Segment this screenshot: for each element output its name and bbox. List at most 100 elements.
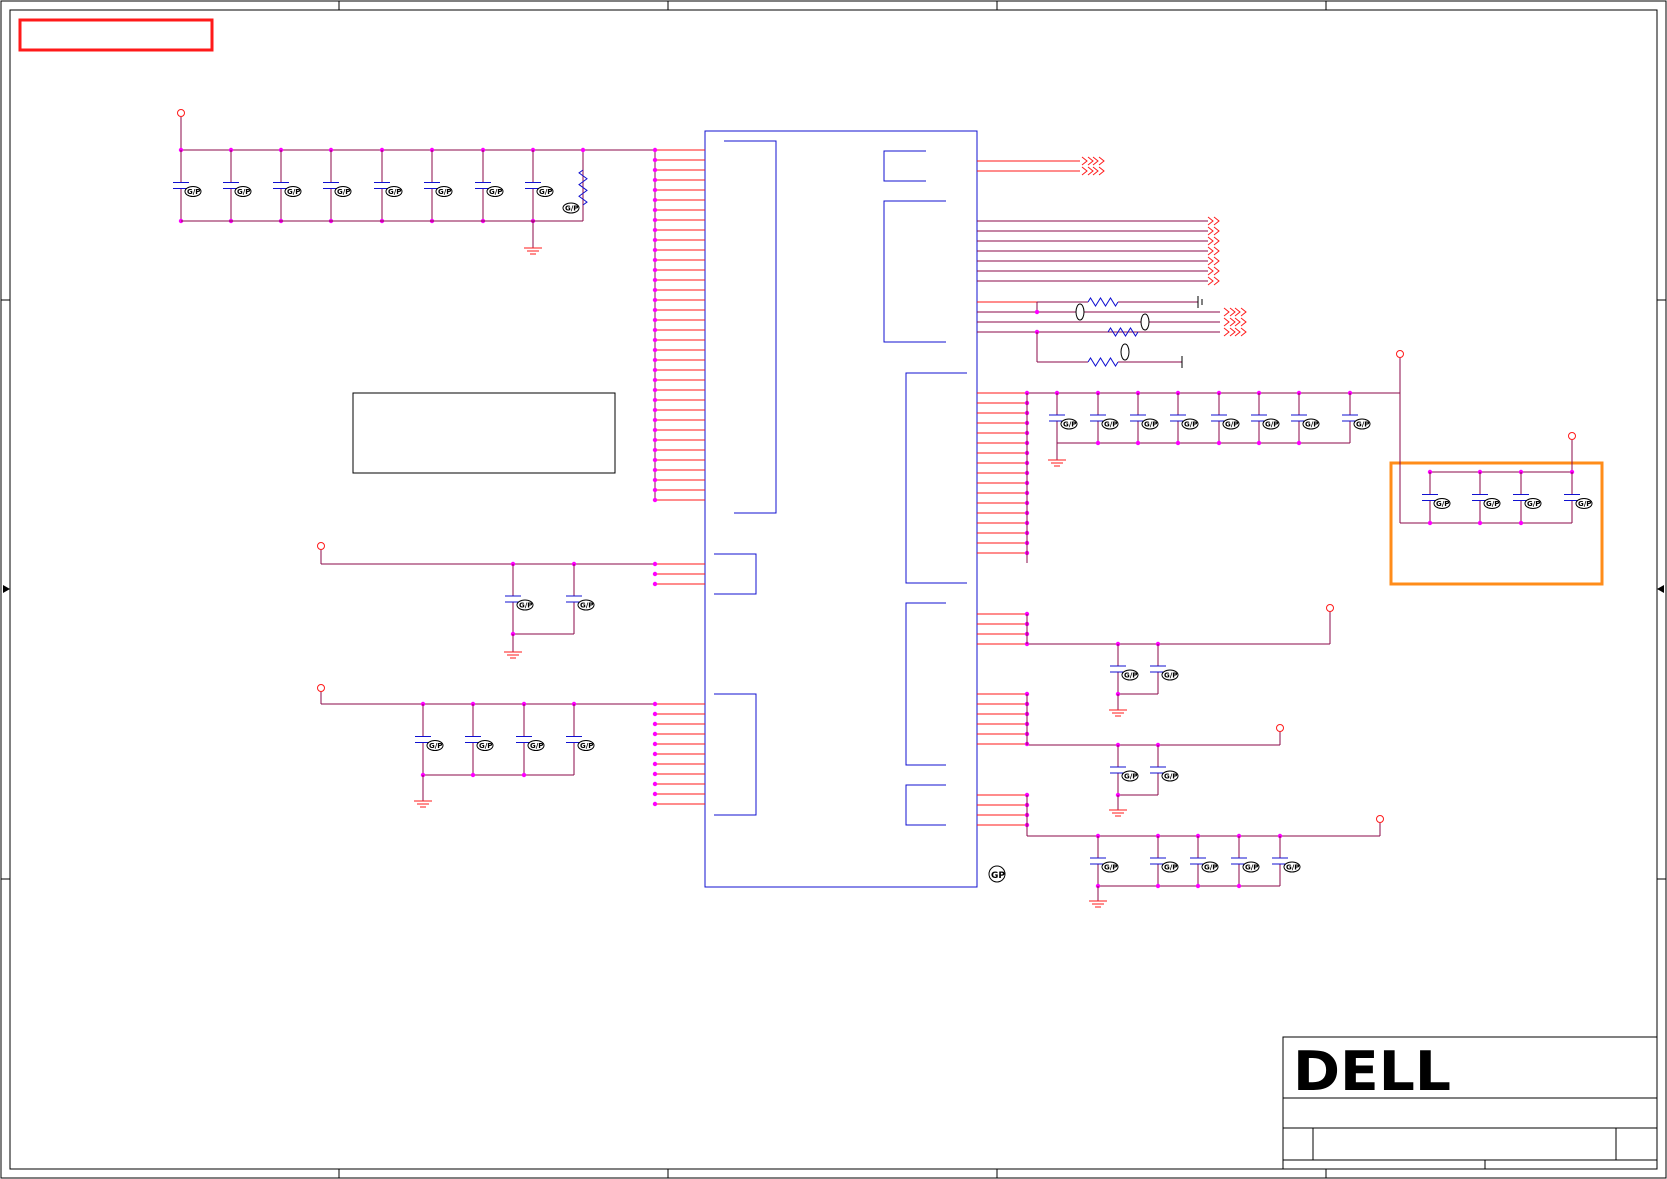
cap-part-tag: G/P [577,599,595,611]
cap-part-tag: G/P [1302,418,1320,430]
off-page-connector [1207,266,1214,276]
power-port [317,684,325,692]
junction-dot [652,317,658,323]
cap-part-tag: G/P [234,186,252,197]
junction-dot [652,247,658,253]
capacitor: G/P [223,150,252,221]
cap-tag-text: G/P [1225,421,1238,429]
cap-tag-text: G/P [1124,773,1137,781]
cap-tag-oval [527,740,545,751]
cap-tag-text: G/P [580,602,593,610]
cap-part-tag: G/P [562,202,580,214]
resistor [1087,297,1119,307]
capacitor: G/P [566,564,595,634]
cap-tag-oval [1483,498,1501,509]
junction-dot [652,771,658,777]
off-page-connector [1234,317,1241,327]
cap-tag-oval [1302,418,1320,430]
off-page-connector [1240,307,1247,317]
junction-dot [580,147,586,153]
cap-part-tag: G/P [1060,418,1078,430]
cap-part-tag: G/P [516,599,534,611]
cap-tag-oval [1201,861,1219,873]
capacitor: G/P [1513,472,1542,523]
capacitor: G/P [273,150,302,221]
capacitor: G/P [1211,393,1240,443]
cap-part-tag: G/P [385,186,403,197]
off-page-connector [1207,226,1214,236]
cap-tag-oval [1161,669,1179,681]
off-page-connector [1240,317,1247,327]
cap-tag-oval [1140,313,1150,331]
chip-tag-text: GP [991,871,1005,881]
cap-tag-oval [1222,418,1240,430]
off-page-connector [1223,327,1230,337]
power-port [1568,432,1576,440]
off-page-connector [1087,166,1094,176]
junction-dot [652,407,658,413]
cap-part-tag: G/P [334,186,352,197]
capacitor: G/P [1150,745,1179,795]
cap-tag-text: G/P [1184,421,1197,429]
junction-dot [652,327,658,333]
off-page-connector [1213,276,1220,286]
red-highlight-box [18,18,214,52]
junction-dot [652,457,658,463]
cap-tag-text: G/P [1164,773,1177,781]
cap-tag-oval [385,186,403,197]
cap-part-tag: G/P [486,186,504,197]
power-port [1326,604,1334,612]
capacitor: G/P [1231,836,1260,886]
cap-part-tag: G/P [1161,770,1179,782]
off-page-connector [1092,156,1099,166]
cap-part-tag: G/P [536,186,554,197]
cap-part-tag: G/P [476,740,494,751]
cap-part-tag: G/P [1101,418,1119,430]
off-page-connector [1229,317,1236,327]
junction-dot [652,487,658,493]
cap-part-tag: G/P [1181,418,1199,430]
off-page-connector [1087,156,1094,166]
capacitor: G/P [1090,393,1119,443]
cap-part-tag [1075,303,1085,321]
junction-dot [652,177,658,183]
cap-tag-oval [476,740,494,751]
capacitor: G/P [465,704,494,775]
resistor [1107,327,1139,337]
cap-tag-text: G/P [565,205,578,213]
cap-part-tag: G/P [284,186,302,197]
junction-dot [652,187,658,193]
cap-tag-text: G/P [1305,421,1318,429]
cap-tag-text: G/P [1527,500,1540,508]
junction-dot [652,751,658,757]
junction-dot [652,701,658,707]
cap-tag-text: G/P [438,188,451,196]
capacitor: G/P [374,150,403,221]
off-page-connector [1213,236,1220,246]
junction-dot [1095,440,1101,446]
cap-tag-text: G/P [1578,500,1591,508]
junction-dot [652,297,658,303]
junction-dot [652,157,658,163]
junction-dot [652,267,658,273]
cap-part-tag: G/P [1141,418,1159,430]
capacitor: G/P [1564,472,1593,523]
cap-tag-text: G/P [1486,500,1499,508]
cap-tag-oval [426,740,444,751]
cap-tag-oval [1262,418,1280,430]
cap-tag-text: G/P [1164,672,1177,680]
cap-tag-oval [1283,861,1301,873]
capacitor: G/P [1110,644,1139,694]
off-page-connector [1229,327,1236,337]
cap-part-tag: G/P [1483,498,1501,509]
junction-dot [1195,883,1201,889]
junction-dot [652,741,658,747]
junction-dot [1175,440,1181,446]
cap-tag-oval [284,186,302,197]
cap-tag-text: G/P [1104,864,1117,872]
capacitor: G/P [475,150,504,221]
off-page-connector [1081,156,1088,166]
orange-highlight-box [1389,461,1604,586]
junction-dot [1296,440,1302,446]
junction-dot [652,801,658,807]
